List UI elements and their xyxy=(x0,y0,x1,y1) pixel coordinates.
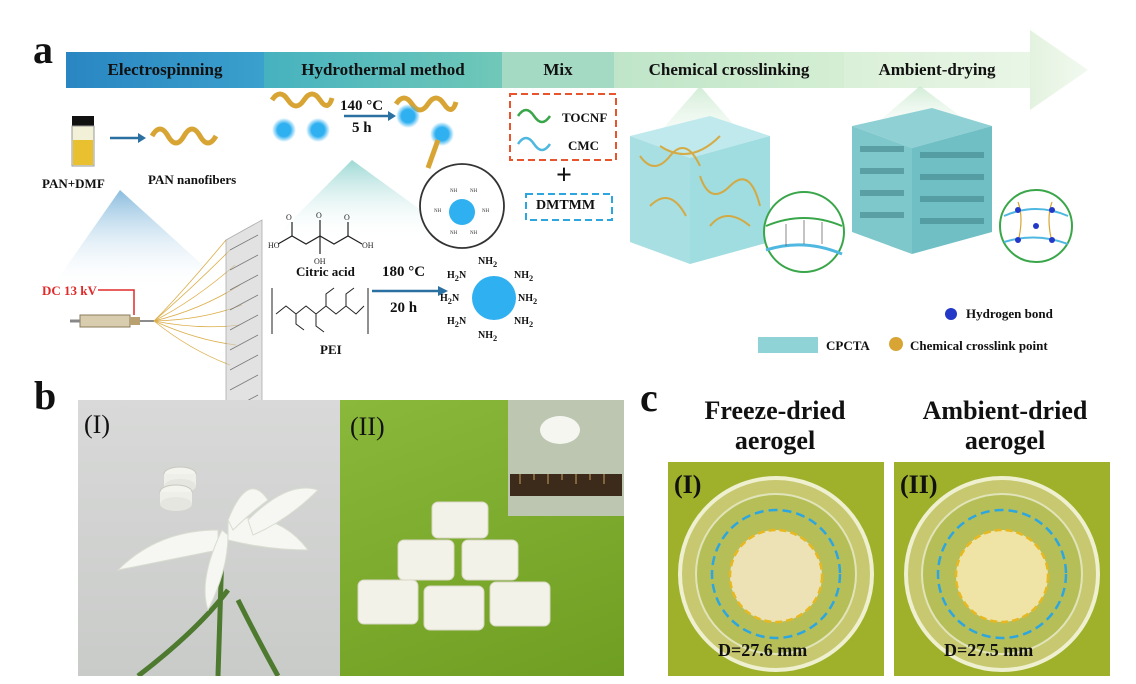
ambient-dried-photo: (II) D=27.5 mm xyxy=(894,462,1110,676)
svg-text:O: O xyxy=(344,213,350,222)
amine-group-bottom-nh: NH xyxy=(478,330,493,341)
amine-group-bottomright-nh: NH xyxy=(514,316,529,327)
panel-letter-a: a xyxy=(33,27,53,72)
amine-group-left-n: N xyxy=(451,293,460,304)
ambient-dried-photo-label: (II) xyxy=(900,470,938,499)
stage-ambient-drying: Ambient-drying xyxy=(844,52,1030,88)
pei-label: PEI xyxy=(320,342,342,357)
crosslink-point-dot xyxy=(889,337,903,351)
svg-text:NH: NH xyxy=(450,189,458,194)
pan-nanofibers-label: PAN nanofibers xyxy=(148,172,237,187)
stage-crosslinking: Chemical crosslinking xyxy=(614,52,844,88)
stacked-aerogels-photo: (II) xyxy=(340,400,624,676)
pei-structure xyxy=(271,287,369,334)
svg-text:OH: OH xyxy=(314,257,326,266)
svg-text:NH: NH xyxy=(482,209,490,214)
amine-group-topleft-n: N xyxy=(458,270,467,281)
amine-group-right-nh: NH xyxy=(518,293,533,304)
temp1-label: 140 °C xyxy=(340,98,384,114)
panel-letter-c: c xyxy=(640,375,658,420)
stage-mix: Mix xyxy=(502,52,614,88)
ambient-dried-diameter: D=27.5 mm xyxy=(944,640,1034,660)
stage-ambient-drying-label: Ambient-drying xyxy=(878,60,996,79)
mix-illustration xyxy=(509,93,617,221)
svg-text:OH: OH xyxy=(362,241,374,250)
freeze-dried-sample-drawing xyxy=(678,476,874,672)
stage-hydrothermal-label: Hydrothermal method xyxy=(301,60,465,79)
ambient-dried-title-line2: aerogel xyxy=(964,426,1046,455)
amine-group-bottomleft-sub: 2 xyxy=(454,320,459,329)
svg-text:NH: NH xyxy=(434,209,442,214)
amine-group-topleft-h: H xyxy=(447,270,455,281)
amine-group-bottomleft-n: N xyxy=(458,316,467,327)
amine-group-bottomleft-h: H xyxy=(447,316,455,327)
lily-drawing xyxy=(116,466,319,676)
amine-group-bottom-sub: 2 xyxy=(493,334,498,343)
svg-text:HO: HO xyxy=(268,241,280,250)
amine-group-topleft-sub: 2 xyxy=(454,274,459,283)
amine-group-top-nh: NH xyxy=(478,256,493,267)
svg-text:O: O xyxy=(316,211,322,220)
ambient-dried-sample-drawing xyxy=(904,476,1100,672)
panel-letter-b: b xyxy=(34,373,57,418)
aerogel-illustration xyxy=(630,86,1073,273)
time2-label: 20 h xyxy=(390,300,418,316)
svg-text:NH: NH xyxy=(450,231,458,236)
amine-group-topleft: H2N xyxy=(447,270,466,283)
cqd-with-amine-groups xyxy=(472,276,516,320)
stage-arrow-head xyxy=(1030,30,1088,110)
stacked-aerogels-drawing xyxy=(357,400,624,631)
svg-text:O: O xyxy=(286,213,292,222)
freeze-dried-diameter: D=27.6 mm xyxy=(718,640,808,660)
amine-group-right: NH2 xyxy=(518,293,537,306)
plus-sign: + xyxy=(556,160,572,191)
hydrogen-bond-label: Hydrogen bond xyxy=(966,306,1053,321)
cpcta-swatch xyxy=(758,337,818,353)
citric-acid-label: Citric acid xyxy=(296,264,355,279)
amine-group-topright-nh: NH xyxy=(514,270,529,281)
stacked-aerogels-label: (II) xyxy=(350,412,385,441)
amine-group-topright: NH2 xyxy=(514,270,533,283)
freeze-dried-photo: (I) D=27.6 mm xyxy=(668,462,884,676)
amine-group-topright-sub: 2 xyxy=(529,274,534,283)
cpcta-label: CPCTA xyxy=(826,338,870,353)
crosslink-point-label: Chemical crosslink point xyxy=(910,338,1048,353)
amine-group-top-sub: 2 xyxy=(493,260,498,269)
amine-group-bottomright: NH2 xyxy=(514,316,533,329)
tocnf-label: TOCNF xyxy=(562,110,608,125)
vial-label: PAN+DMF xyxy=(42,176,105,191)
freeze-dried-title-line1: Freeze-dried xyxy=(704,396,846,425)
amine-group-bottom: NH2 xyxy=(478,330,497,343)
ambient-dried-title: Ambient-dried aerogel xyxy=(910,396,1100,456)
lily-photo-label: (I) xyxy=(84,410,110,439)
amine-group-left-h: H xyxy=(440,293,448,304)
stage-electrospinning-label: Electrospinning xyxy=(107,60,223,79)
hydrogen-bond-dot xyxy=(945,308,957,320)
amine-group-bottomleft: H2N xyxy=(447,316,466,329)
amine-group-bottomright-sub: 2 xyxy=(529,320,534,329)
temp2-label: 180 °C xyxy=(382,264,426,280)
citric-acid-structure: O O O HO OH OH xyxy=(268,211,374,266)
svg-text:NH: NH xyxy=(470,231,478,236)
time1-label: 5 h xyxy=(352,120,372,136)
stage-crosslinking-label: Chemical crosslinking xyxy=(648,60,810,79)
amine-group-left-sub: 2 xyxy=(447,297,452,306)
stage-mix-label: Mix xyxy=(543,60,573,79)
hydrothermal-arrow-2 xyxy=(372,286,448,296)
amine-group-right-sub: 2 xyxy=(533,297,538,306)
amine-group-left: H2N xyxy=(440,293,459,306)
electrospinning-illustration xyxy=(50,116,263,445)
freeze-dried-title: Freeze-dried aerogel xyxy=(690,396,860,456)
lily-photo: (I) xyxy=(78,400,340,676)
ambient-dried-title-line1: Ambient-dried xyxy=(922,396,1088,425)
freeze-dried-photo-label: (I) xyxy=(674,470,702,499)
cmc-label: CMC xyxy=(568,138,600,153)
stage-hydrothermal: Hydrothermal method xyxy=(264,52,502,88)
svg-text:NH: NH xyxy=(470,189,478,194)
freeze-dried-title-line2: aerogel xyxy=(734,426,816,455)
dmtmm-label: DMTMM xyxy=(536,198,596,213)
amine-group-top: NH2 xyxy=(478,256,497,269)
voltage-label: DC 13 kV xyxy=(42,283,97,298)
stage-electrospinning: Electrospinning xyxy=(66,52,264,88)
